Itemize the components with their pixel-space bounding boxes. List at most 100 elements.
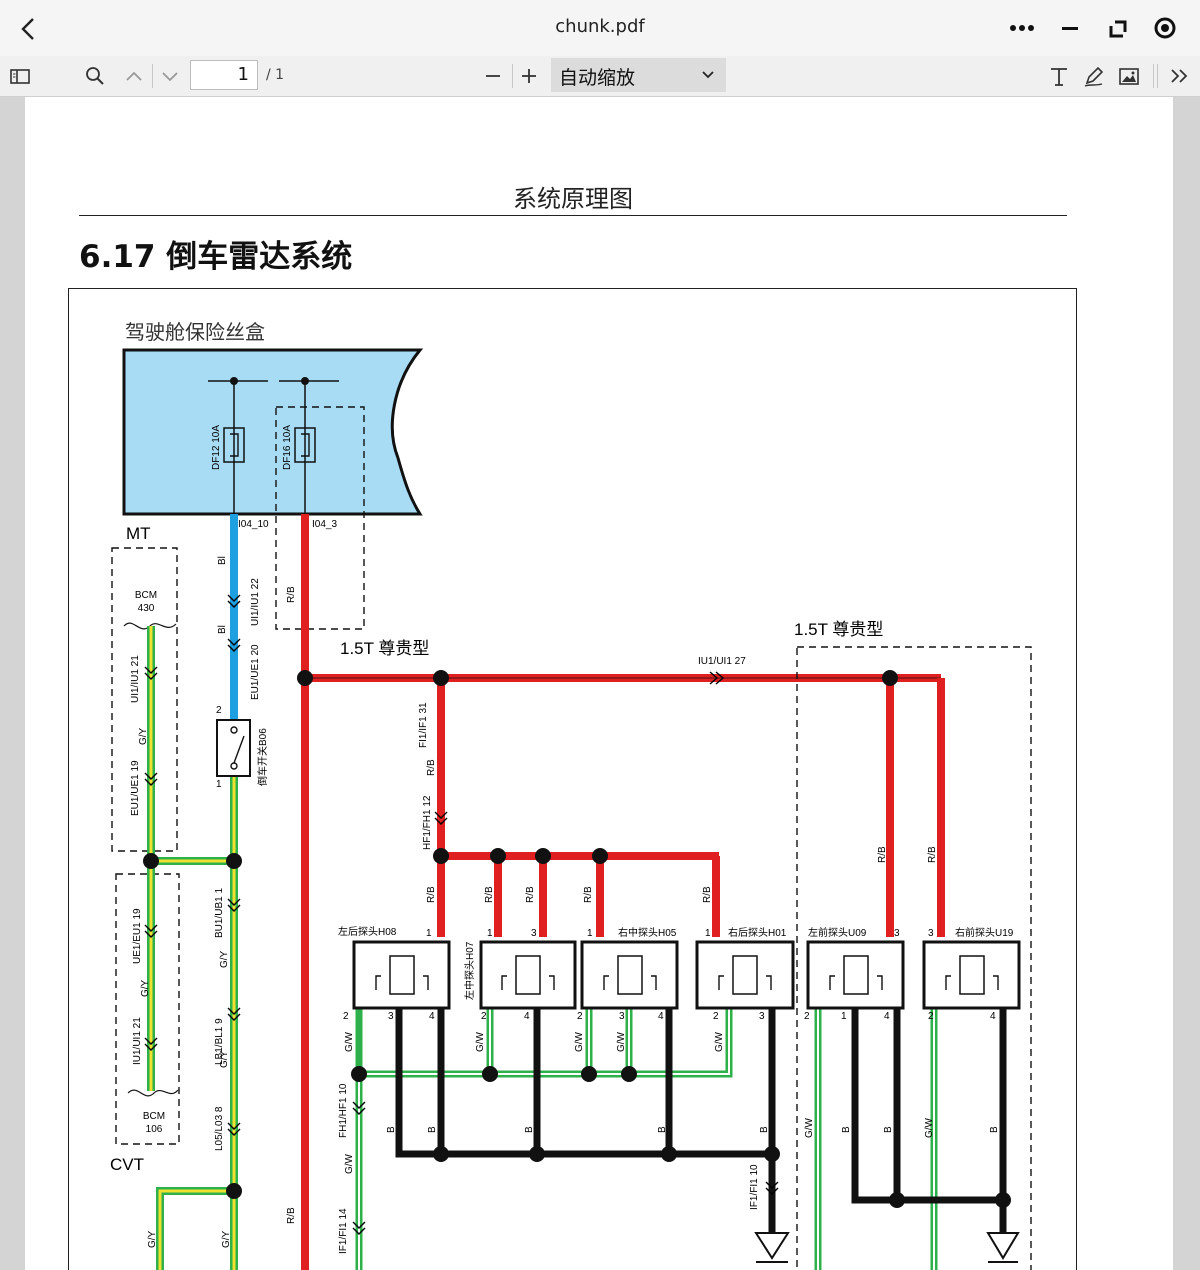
pdf-page: 系统原理图 6.17 倒车雷达系统 驾驶舱保险丝盒 DF12 10A DF16 …	[25, 97, 1173, 1270]
svg-text:1: 1	[487, 928, 493, 939]
bcm-top-pin: 430	[138, 603, 155, 614]
svg-text:2: 2	[343, 1011, 349, 1022]
svg-text:G/Y: G/Y	[219, 950, 230, 968]
df16-variant-box	[275, 406, 365, 630]
page-total: / 1	[266, 67, 285, 83]
page-header: 系统原理图	[513, 185, 633, 213]
svg-text:G/Y: G/Y	[138, 727, 149, 745]
back-arrow-icon[interactable]	[14, 14, 44, 44]
image-tool-icon[interactable]	[1115, 62, 1143, 90]
ground-symbol	[986, 1232, 1020, 1263]
search-icon[interactable]	[81, 62, 109, 90]
text-tool-icon[interactable]	[1045, 62, 1073, 90]
svg-text:B: B	[989, 1126, 1000, 1133]
svg-text:R/B: R/B	[426, 759, 437, 776]
zoom-in-icon[interactable]	[515, 62, 543, 90]
minimize-icon[interactable]	[1047, 8, 1091, 48]
page-number-input[interactable]: 1	[190, 60, 258, 90]
close-record-icon[interactable]	[1143, 8, 1187, 48]
svg-text:G/Y: G/Y	[140, 979, 151, 997]
ground-symbol	[754, 1232, 790, 1263]
svg-text:B: B	[841, 1126, 852, 1133]
next-page-icon[interactable]	[156, 62, 184, 90]
sidebar-toggle-icon[interactable]	[6, 62, 34, 90]
variant-right-label: 1.5T 尊贵型	[794, 620, 883, 639]
svg-text:3: 3	[894, 928, 900, 939]
svg-text:3: 3	[928, 928, 934, 939]
pin-i04-3: I04_3	[312, 519, 337, 530]
sensor-u19-label: 右前探头U19	[955, 926, 1014, 939]
svg-text:IU1/UI1 21: IU1/UI1 21	[132, 1017, 143, 1065]
restore-icon[interactable]	[1095, 8, 1139, 48]
title-bar: chunk.pdf	[0, 0, 1200, 56]
svg-text:EU1/UE1 19: EU1/UE1 19	[130, 760, 141, 816]
svg-text:4: 4	[884, 1011, 890, 1022]
reverse-switch	[216, 719, 251, 777]
svg-text:R/B: R/B	[877, 846, 888, 863]
switch-pin-2: 2	[216, 705, 222, 716]
sensor-u09-label: 左前探头U09	[808, 926, 867, 939]
fuse-df16-label: DF16 10A	[282, 425, 293, 470]
more-icon[interactable]	[999, 8, 1043, 48]
svg-text:IF1/FI1 10: IF1/FI1 10	[749, 1164, 760, 1210]
cvt-label: CVT	[110, 1155, 144, 1174]
connector-labels: UI1/IU1 21 EU1/UE1 19 UE1/EU1 19 IU1/UI1…	[130, 578, 760, 1254]
svg-text:B: B	[524, 1126, 535, 1133]
mt-label: MT	[126, 524, 151, 543]
wire-color-labels: Bl Bl R/B R/B R/B R/B R/B R/B R/B R/B R/…	[138, 556, 1000, 1248]
bcm-bottom: BCM	[143, 1111, 165, 1122]
svg-text:4: 4	[658, 1011, 664, 1022]
svg-text:G/W: G/W	[924, 1117, 935, 1138]
zoom-select[interactable]: 自动缩放	[551, 58, 726, 92]
sensor-h01-label: 右后探头H01	[728, 926, 787, 939]
bcm-top: BCM	[135, 590, 157, 601]
svg-text:IU1/UI1 27: IU1/UI1 27	[698, 656, 746, 667]
svg-text:G/Y: G/Y	[221, 1230, 232, 1248]
wires-red	[301, 514, 945, 1270]
svg-text:Bl: Bl	[217, 625, 228, 634]
svg-text:Bl: Bl	[217, 556, 228, 565]
sensor-h07-label: 左中探头H07	[463, 941, 476, 1000]
sensor-u09	[806, 940, 905, 1010]
draw-tool-icon[interactable]	[1080, 62, 1108, 90]
svg-text:L05/L03 8: L05/L03 8	[214, 1106, 225, 1151]
svg-text:3: 3	[388, 1011, 394, 1022]
document-filename: chunk.pdf	[555, 16, 645, 37]
fuse-box	[122, 348, 424, 516]
svg-text:G/Y: G/Y	[219, 1050, 230, 1068]
svg-text:B: B	[386, 1126, 397, 1133]
wiring-diagram: 驾驶舱保险丝盒 DF12 10A DF16 10A I04_10 I04_3 M…	[68, 288, 1077, 1270]
svg-text:G/W: G/W	[714, 1031, 725, 1052]
svg-text:B: B	[657, 1126, 668, 1133]
section-title: 6.17 倒车雷达系统	[79, 239, 353, 275]
svg-text:1: 1	[426, 928, 432, 939]
svg-text:UI1/IU1 22: UI1/IU1 22	[250, 578, 261, 626]
previous-page-icon[interactable]	[120, 62, 148, 90]
more-tools-icon[interactable]	[1166, 62, 1194, 90]
svg-text:G/W: G/W	[804, 1117, 815, 1138]
svg-text:EU1/UE1 20: EU1/UE1 20	[250, 644, 261, 700]
mt-box	[111, 547, 178, 852]
zoom-out-icon[interactable]	[479, 62, 507, 90]
toolbar-separator	[152, 64, 153, 88]
sensor-h08	[352, 940, 451, 1010]
svg-text:IF1/FI1 14: IF1/FI1 14	[338, 1208, 349, 1254]
svg-text:B: B	[427, 1126, 438, 1133]
chevron-down-icon	[702, 71, 714, 79]
window-controls	[999, 8, 1192, 48]
pin-i04-10: I04_10	[238, 519, 269, 530]
svg-text:G/W: G/W	[344, 1031, 355, 1052]
toolbar-separator	[1153, 64, 1154, 88]
svg-text:3: 3	[619, 1011, 625, 1022]
svg-text:R/B: R/B	[583, 886, 594, 903]
svg-text:4: 4	[990, 1011, 996, 1022]
svg-text:2: 2	[928, 1011, 934, 1022]
svg-text:UE1/EU1 19: UE1/EU1 19	[132, 908, 143, 964]
sensor-h01	[695, 940, 795, 1010]
document-viewer[interactable]: 系统原理图 6.17 倒车雷达系统 驾驶舱保险丝盒 DF12 10A DF16 …	[0, 97, 1200, 1270]
zoom-select-value: 自动缩放	[559, 67, 636, 89]
svg-text:R/B: R/B	[525, 886, 536, 903]
variant-left-label: 1.5T 尊贵型	[340, 639, 429, 658]
bcm-bottom-pin: 106	[146, 1124, 163, 1135]
svg-text:UI1/IU1 21: UI1/IU1 21	[130, 655, 141, 703]
